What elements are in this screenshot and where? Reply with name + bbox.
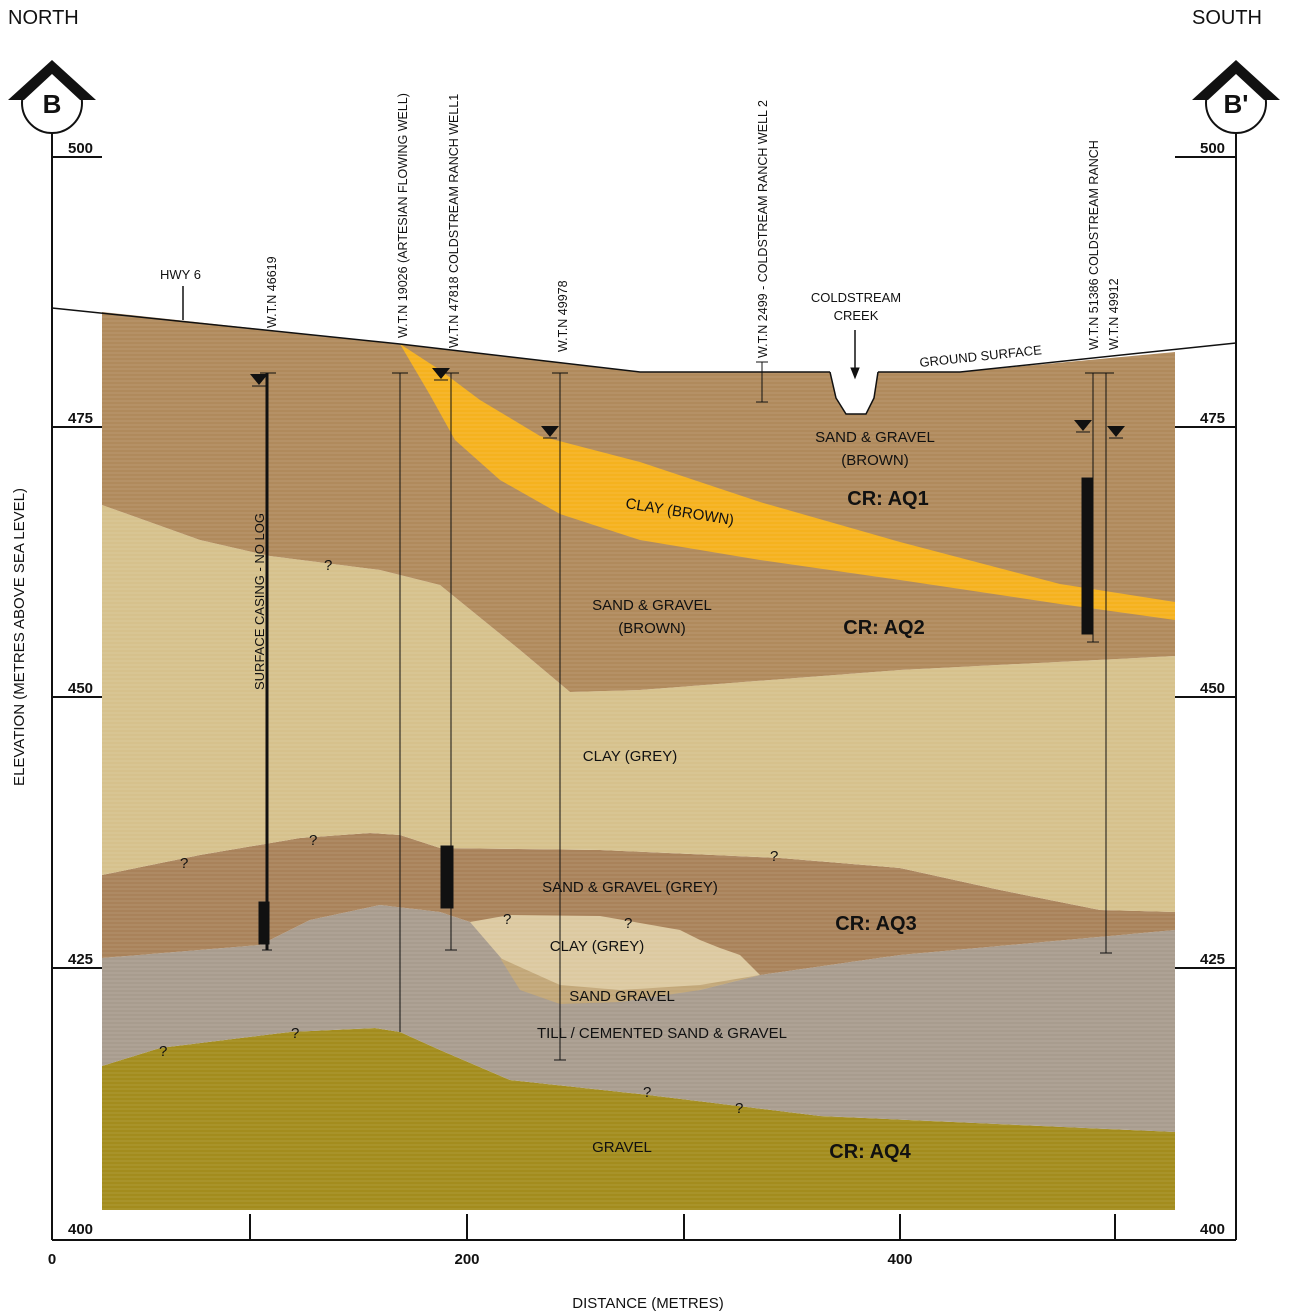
well-screen-47818: [440, 845, 454, 909]
y-tick-475: 475: [68, 410, 93, 427]
well-label-49978: W.T.N 49978: [556, 280, 570, 352]
unit-sg-grey: SAND & GRAVEL (GREY): [542, 879, 718, 896]
well-screen-51386: [1081, 477, 1094, 635]
section-marker-left: [8, 60, 96, 150]
unit-gravel: GRAVEL: [592, 1139, 652, 1156]
creek-label-line2: CREEK: [834, 308, 879, 323]
x-tick-200: 200: [454, 1251, 479, 1268]
y-axis-label: ELEVATION (METRES ABOVE SEA LEVEL): [11, 488, 28, 786]
uncertain-mark: ?: [291, 1025, 299, 1042]
unit-sg-brown-top-2: (BROWN): [841, 452, 909, 469]
unit-clay-grey-lens: CLAY (GREY): [550, 938, 644, 955]
creek-label-line1: COLDSTREAM: [811, 290, 901, 305]
x-tick-400: 400: [887, 1251, 912, 1268]
water-level-icon: [250, 374, 268, 385]
ground-surface-line: [51, 307, 830, 373]
uncertain-mark: ?: [180, 855, 188, 872]
water-levels: [250, 368, 1125, 439]
y-tick-450: 450: [68, 680, 93, 697]
uncertain-mark: ?: [643, 1084, 651, 1101]
water-level-icon: [1074, 420, 1092, 431]
north-label: NORTH: [8, 7, 79, 29]
water-level-icon: [1107, 426, 1125, 437]
uncertain-mark: ?: [624, 915, 632, 932]
well-label-51386: W.T.N 51386 COLDSTREAM RANCH: [1087, 140, 1101, 350]
arrow-up-icon: [1192, 60, 1280, 100]
aquifer-aq1-label: CR: AQ1: [847, 488, 928, 510]
ground-surface-line-south: [878, 342, 1237, 373]
y-tick-400-right: 400: [1200, 1221, 1225, 1238]
uncertain-mark: ?: [770, 848, 778, 865]
x-tick-0: 0: [48, 1251, 56, 1268]
unit-sg-brown-top-1: SAND & GRAVEL: [815, 429, 935, 446]
y-tick-400: 400: [68, 1221, 93, 1238]
well-screen-46619: [258, 901, 270, 945]
section-marker-left-label: B: [43, 89, 62, 119]
well-label-46619: W.T.N 46619: [265, 256, 279, 328]
aquifer-aq3-label: CR: AQ3: [835, 913, 916, 935]
y-tick-425-right: 425: [1200, 951, 1225, 968]
unit-sg-brown-mid-2: (BROWN): [618, 620, 686, 637]
arrow-up-icon: [8, 60, 96, 100]
hwy-label: HWY 6: [160, 267, 201, 282]
y-tick-500-right: 500: [1200, 140, 1225, 157]
uncertain-mark: ?: [324, 557, 332, 574]
geology-layers: [102, 300, 1175, 1210]
well-label-49912: W.T.N 49912: [1107, 278, 1121, 350]
unit-sg-brown-mid-1: SAND & GRAVEL: [592, 597, 712, 614]
water-level-icon: [432, 368, 450, 379]
south-label: SOUTH: [1192, 7, 1262, 29]
y-tick-500: 500: [68, 140, 93, 157]
y-tick-475-right: 475: [1200, 410, 1225, 427]
unit-till: TILL / CEMENTED SAND & GRAVEL: [537, 1025, 787, 1042]
section-marker-right: [1192, 60, 1280, 150]
y-tick-450-right: 450: [1200, 680, 1225, 697]
uncertain-mark: ?: [159, 1043, 167, 1060]
x-axis-label: DISTANCE (METRES): [572, 1295, 723, 1312]
aquifer-aq4-label: CR: AQ4: [829, 1141, 911, 1163]
well-label-2499: W.T.N 2499 - COLDSTREAM RANCH WELL 2: [756, 100, 770, 358]
well-label-19026: W.T.N 19026 (ARTESIAN FLOWING WELL): [396, 93, 410, 338]
uncertain-marks: ? ? ? ? ? ? ? ? ? ?: [159, 557, 778, 1117]
well-label-47818: W.T.N 47818 COLDSTREAM RANCH WELL1: [447, 94, 461, 348]
axes-frame: [51, 150, 1237, 1241]
creek-channel: [829, 371, 879, 415]
surface-casing-label: SURFACE CASING - NO LOG: [252, 513, 267, 690]
uncertain-mark: ?: [309, 832, 317, 849]
section-marker-right-label: B': [1224, 89, 1249, 119]
wells: [258, 361, 1114, 1061]
unit-clay-grey: CLAY (GREY): [583, 748, 677, 765]
uncertain-mark: ?: [735, 1100, 743, 1117]
water-level-icon: [541, 426, 559, 437]
aquifer-aq2-label: CR: AQ2: [843, 617, 924, 639]
uncertain-mark: ?: [503, 911, 511, 928]
unit-sand-gravel: SAND GRAVEL: [569, 988, 675, 1005]
y-tick-425: 425: [68, 951, 93, 968]
